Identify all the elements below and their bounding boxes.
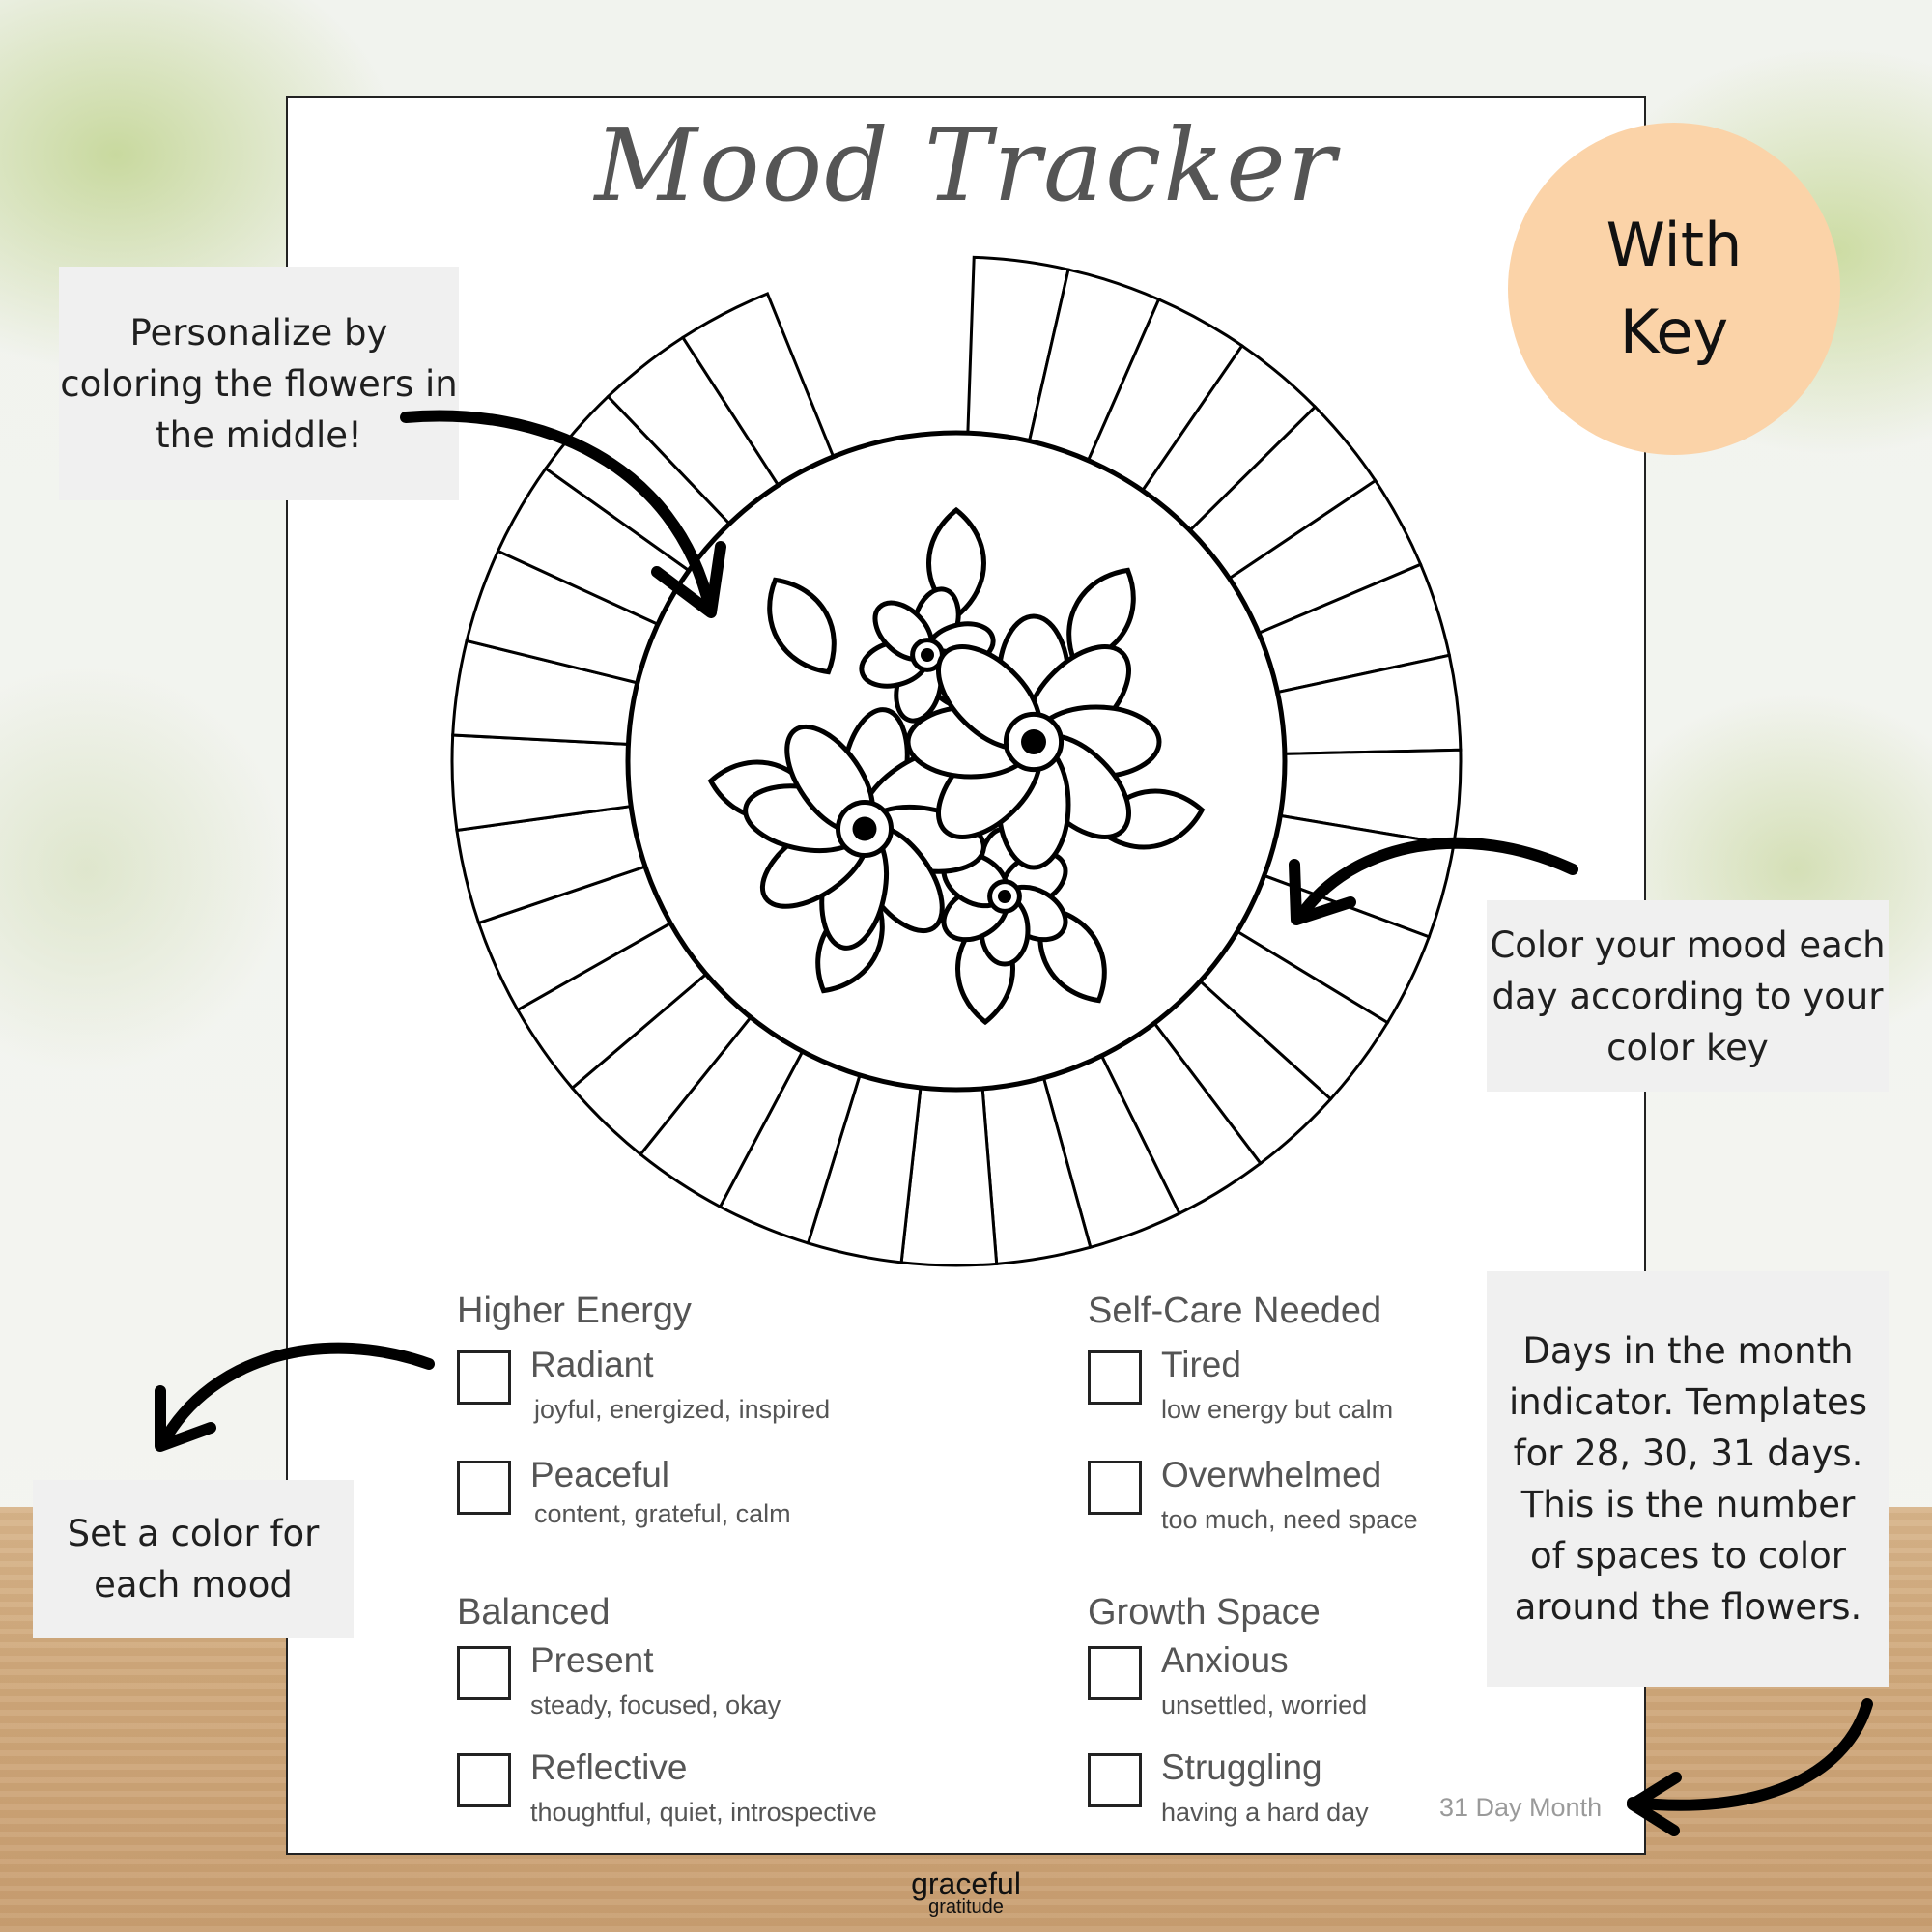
- key-group-self-care: Self-Care Needed: [1088, 1291, 1381, 1332]
- month-length-label: 31 Day Month: [1439, 1793, 1603, 1822]
- brand-line-1: graceful: [911, 1866, 1021, 1901]
- flower-dot-icon: [998, 890, 1011, 903]
- color-mood-note: Color your mood each day according to yo…: [1487, 900, 1889, 1092]
- key-description: too much, need space: [1161, 1505, 1418, 1534]
- brand-line-2: gratitude: [928, 1896, 1004, 1918]
- mood-color-checkbox[interactable]: [1088, 1753, 1142, 1807]
- mood-color-checkbox[interactable]: [457, 1646, 511, 1700]
- key-label: Reflective: [530, 1747, 688, 1787]
- key-description: low energy but calm: [1161, 1395, 1394, 1424]
- mood-color-checkbox[interactable]: [1088, 1461, 1142, 1515]
- flower-dot-icon: [1021, 729, 1046, 754]
- key-heading: Higher Energy: [457, 1291, 692, 1331]
- personalize-note-text: Personalize by coloring the flowers in t…: [60, 311, 458, 456]
- with-key-badge: With Key: [1508, 123, 1840, 455]
- page-title: Mood Tracker: [594, 106, 1338, 224]
- mood-color-checkbox[interactable]: [1088, 1646, 1142, 1700]
- key-description: thoughtful, quiet, introspective: [530, 1798, 877, 1827]
- key-label: Present: [530, 1640, 654, 1680]
- mood-color-checkbox[interactable]: [457, 1461, 511, 1515]
- day-segments: [450, 255, 1463, 1267]
- key-description: content, grateful, calm: [534, 1499, 791, 1528]
- mood-color-checkbox[interactable]: [457, 1753, 511, 1807]
- personalize-note: Personalize by coloring the flowers in t…: [59, 267, 459, 500]
- flower-bouquet-icon: [707, 506, 1206, 1026]
- mood-color-checkbox[interactable]: [457, 1350, 511, 1405]
- key-description: unsettled, worried: [1161, 1690, 1368, 1719]
- key-description: steady, focused, okay: [530, 1690, 781, 1719]
- key-label: Anxious: [1161, 1640, 1289, 1680]
- key-heading: Balanced: [457, 1592, 611, 1633]
- flower-dot-icon: [852, 816, 877, 841]
- key-label: Tired: [1161, 1345, 1241, 1384]
- key-group-balanced: Balanced: [457, 1592, 610, 1634]
- key-description: having a hard day: [1161, 1798, 1369, 1827]
- flower-dot-icon: [921, 648, 934, 662]
- set-color-note: Set a color for each mood: [33, 1480, 354, 1638]
- set-color-note-text: Set a color for each mood: [67, 1513, 320, 1605]
- key-label: Overwhelmed: [1161, 1455, 1382, 1494]
- key-group-higher-energy: Higher Energy: [457, 1291, 692, 1332]
- mood-color-checkbox[interactable]: [1088, 1350, 1142, 1405]
- key-heading: Growth Space: [1088, 1592, 1321, 1633]
- days-indicator-note: Days in the month indicator. Templates f…: [1487, 1271, 1889, 1687]
- days-indicator-note-text: Days in the month indicator. Templates f…: [1508, 1330, 1868, 1628]
- key-description: joyful, energized, inspired: [534, 1395, 831, 1424]
- leaf-icon: [767, 577, 837, 675]
- mood-wheel: [450, 255, 1463, 1267]
- brand-logo: graceful gratitude: [869, 1868, 1063, 1917]
- key-label: Struggling: [1161, 1747, 1322, 1787]
- color-mood-note-text: Color your mood each day according to yo…: [1490, 923, 1886, 1068]
- key-label: Radiant: [530, 1345, 654, 1384]
- key-label: Peaceful: [530, 1455, 669, 1494]
- key-heading: Self-Care Needed: [1088, 1291, 1382, 1331]
- key-group-growth-space: Growth Space: [1088, 1592, 1321, 1634]
